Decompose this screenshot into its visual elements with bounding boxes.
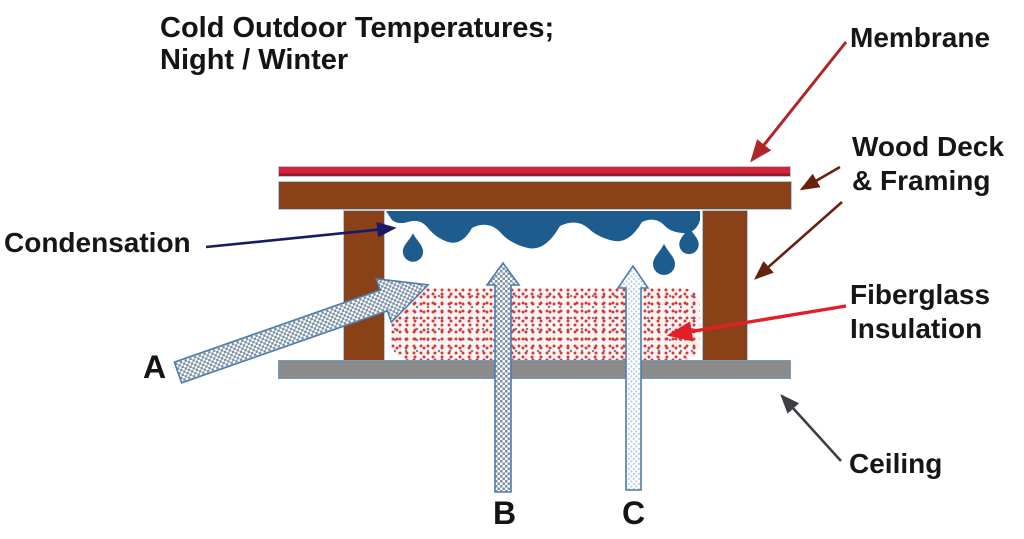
marker-b-label: B	[493, 495, 517, 531]
condensation-blob	[386, 211, 700, 249]
water-droplet	[653, 244, 675, 275]
wood-deck-label-line1: Wood Deck	[852, 131, 1004, 162]
condensation-label: Condensation	[4, 227, 191, 258]
water-droplet	[402, 233, 424, 262]
diagram-title-line2: Night / Winter	[160, 44, 349, 77]
airflow-arrow-b	[485, 261, 521, 493]
airflow-arrow-c	[616, 264, 650, 491]
wood-deck	[278, 181, 792, 210]
fiberglass-label-line2: Insulation	[850, 312, 983, 344]
wood-deck-leader-arrow	[799, 165, 841, 191]
fiberglass-leader-arrow	[666, 304, 847, 342]
membrane-layer	[278, 166, 791, 177]
condensation-layer	[386, 211, 700, 275]
diagram-title: Cold Outdoor Temperatures; Night / Winte…	[160, 12, 554, 77]
diagram-title-line1: Cold Outdoor Temperatures;	[160, 12, 555, 44]
fiberglass-label: Fiberglass Insulation	[850, 278, 990, 345]
airflow-arrow-a	[173, 277, 430, 384]
membrane-leader-arrow	[750, 41, 848, 163]
ceiling-board	[278, 360, 791, 379]
wood-deck-label-line2: & Framing	[852, 164, 991, 196]
ceiling-leader-arrow	[780, 394, 842, 462]
ceiling-label: Ceiling	[849, 448, 943, 479]
marker-c-label: C	[622, 495, 646, 531]
framing-leader-arrow	[754, 201, 843, 280]
wood-deck-label: Wood Deck & Framing	[852, 130, 1004, 197]
membrane-label: Membrane	[850, 22, 991, 53]
fiberglass-insulation-batt	[391, 288, 700, 360]
condensation-leader-arrow	[205, 221, 397, 249]
fiberglass-label-line1: Fiberglass	[850, 279, 991, 310]
marker-a-label: A	[143, 349, 167, 385]
